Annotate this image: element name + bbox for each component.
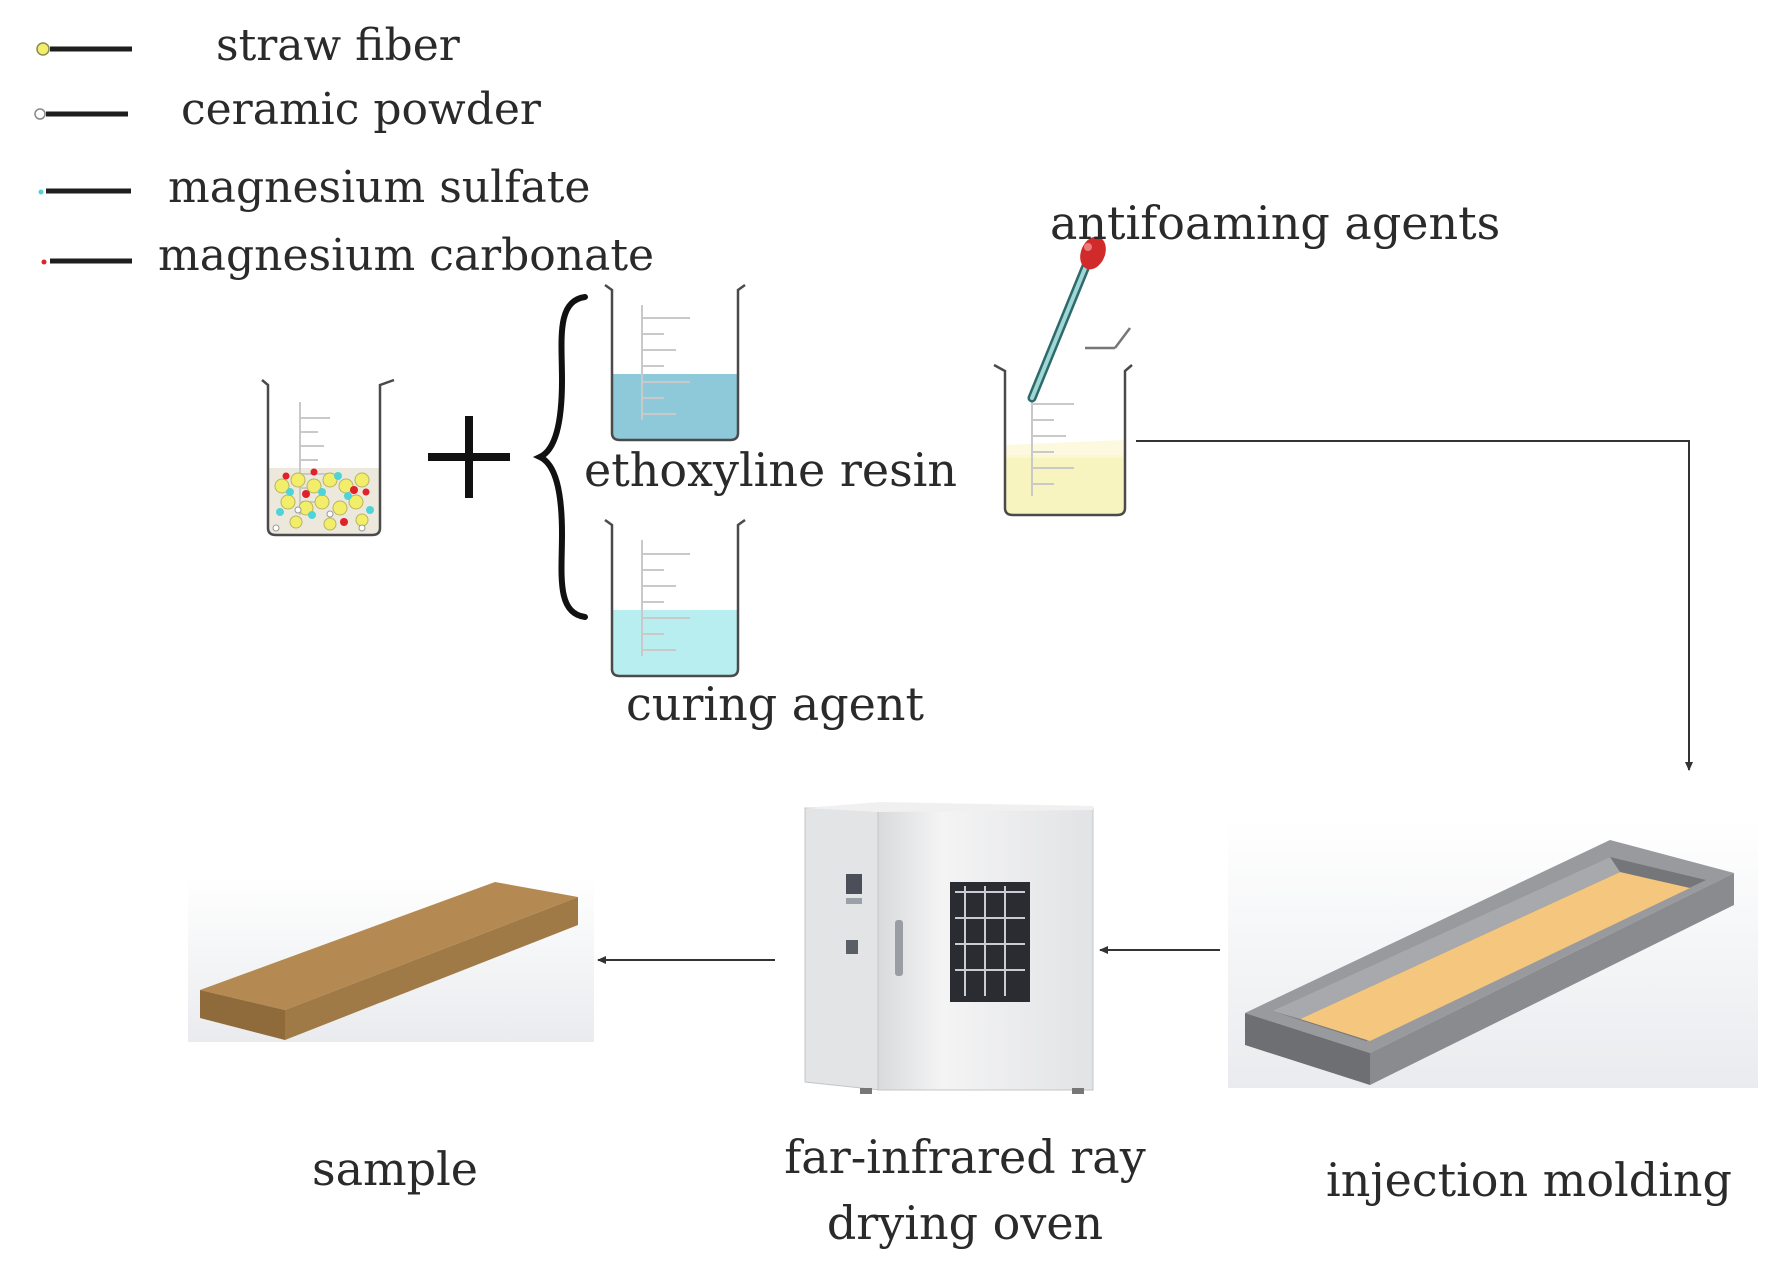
injection-mold-icon xyxy=(1228,820,1758,1088)
antifoam-beaker-icon xyxy=(993,327,1133,517)
legend-marker-magnesium-sulfate xyxy=(38,188,131,195)
ethoxyline-resin-label: ethoxyline resin xyxy=(584,443,958,497)
curing-agent-label: curing agent xyxy=(626,677,924,731)
legend-label-straw-fiber: straw fiber xyxy=(216,20,460,71)
legend-label-ceramic-powder: ceramic powder xyxy=(181,84,541,135)
oven-label-line1: far-infrared ray xyxy=(784,1130,1146,1184)
legend xyxy=(34,42,132,265)
legend-marker-ceramic-powder xyxy=(34,108,128,120)
injection-molding-label: injection molding xyxy=(1326,1153,1732,1207)
legend-label-magnesium-carbonate: magnesium carbonate xyxy=(158,230,655,281)
sample-label: sample xyxy=(312,1142,479,1196)
legend-marker-magnesium-carbonate xyxy=(41,258,132,265)
oven-label-line2: drying oven xyxy=(826,1196,1104,1250)
dropper-icon xyxy=(1027,236,1106,403)
curly-brace-icon xyxy=(532,294,588,620)
legend-marker-straw-fiber xyxy=(36,42,132,56)
mixture-beaker-icon xyxy=(261,378,395,537)
resin-beaker-icon xyxy=(604,283,746,442)
arrow-antifoam-to-molding xyxy=(1136,440,1693,771)
curing-agent-beaker-icon xyxy=(604,518,746,678)
plus-icon xyxy=(428,416,510,498)
antifoaming-agents-label: antifoaming agents xyxy=(1050,196,1501,250)
sample-board-icon xyxy=(188,877,594,1042)
drying-oven-icon xyxy=(804,802,1094,1094)
particle-mixture xyxy=(272,468,374,532)
legend-label-magnesium-sulfate: magnesium sulfate xyxy=(168,162,591,213)
